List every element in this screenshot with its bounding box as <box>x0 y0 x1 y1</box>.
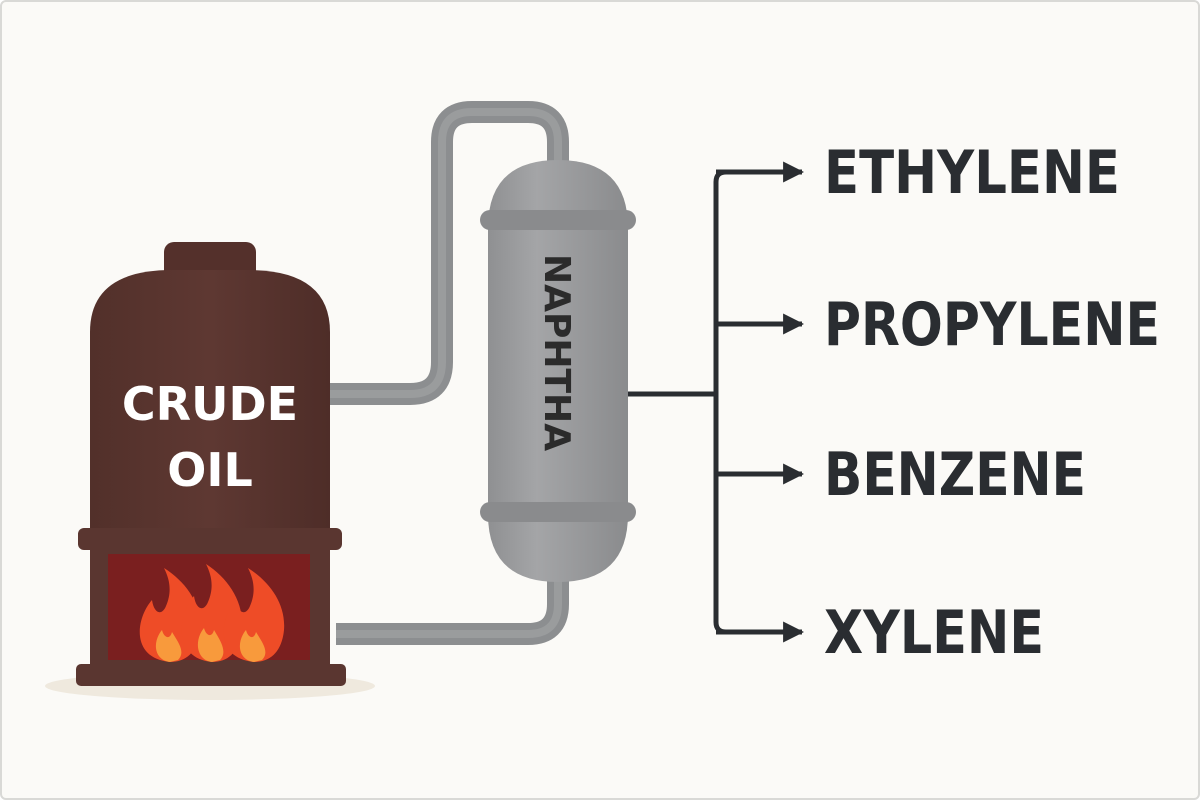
column-band-top <box>480 210 636 230</box>
column-label: NAPHTHA <box>536 254 577 451</box>
column-band-bottom <box>480 502 636 522</box>
product-label-propylene: PROPYLENE <box>824 290 1160 360</box>
product-branches <box>628 161 805 643</box>
tank-label-line2: OIL <box>167 443 253 497</box>
column-body <box>488 160 628 582</box>
furnace <box>76 528 346 686</box>
product-label-benzene: BENZENE <box>824 440 1086 510</box>
crude-oil-tank: CRUDE OIL <box>90 242 330 530</box>
branch-bus <box>713 169 754 635</box>
tank-body <box>90 270 330 530</box>
fire-icon <box>139 564 285 662</box>
tank-label-line1: CRUDE <box>122 377 298 431</box>
pipe-top <box>330 101 569 405</box>
product-label-ethylene: ETHYLENE <box>824 138 1120 208</box>
product-label-xylene: XYLENE <box>824 598 1044 668</box>
pipe-bottom <box>336 572 569 645</box>
furnace-rim <box>78 528 342 550</box>
naphtha-column: NAPHTHA <box>480 160 636 582</box>
furnace-base <box>76 664 346 686</box>
